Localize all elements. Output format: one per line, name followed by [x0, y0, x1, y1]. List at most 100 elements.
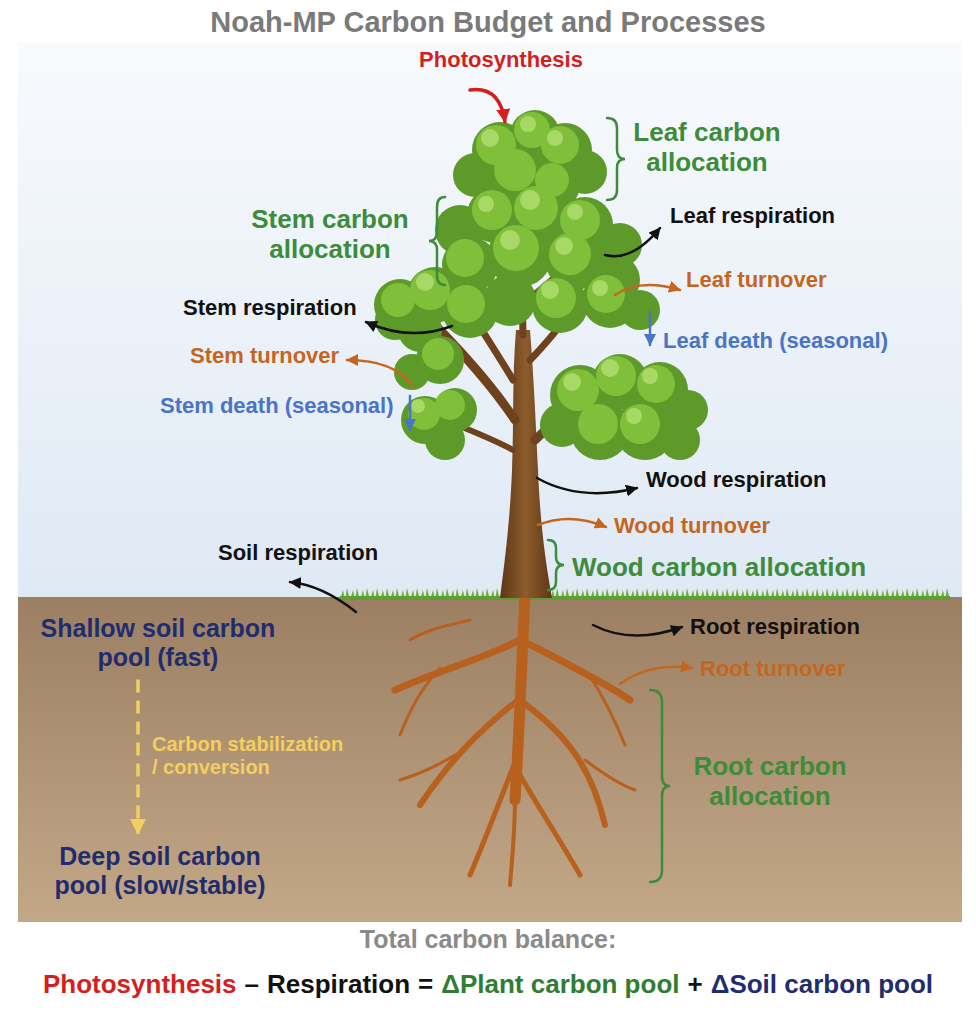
death-label: Stem death (seasonal): [160, 393, 394, 418]
equation-operator: –: [245, 970, 259, 1000]
background: [18, 42, 962, 598]
tree-canopy: [541, 126, 579, 164]
process-arrow: [470, 90, 505, 122]
tree-roots: [400, 668, 440, 735]
grass-strip: [340, 586, 950, 600]
tree-canopy: [494, 149, 536, 191]
allocation-label: Wood carbon allocation: [572, 553, 866, 583]
tree-canopy: [536, 278, 576, 318]
respiration-label: Wood respiration: [646, 467, 827, 492]
allocation-bracket: [650, 690, 670, 882]
process-arrow: [538, 519, 606, 527]
tree-canopy: [642, 368, 658, 384]
tree-canopy: [472, 190, 512, 230]
tree-canopy: [626, 408, 642, 424]
tree-canopy: [484, 274, 536, 326]
tree-roots: [395, 598, 635, 885]
process-arrow: [620, 667, 692, 684]
tree-canopy: [514, 186, 558, 230]
process-arrow: [347, 360, 412, 386]
tree-canopy: [620, 404, 660, 444]
process-arrow: [649, 312, 652, 345]
tree-canopy: [481, 129, 499, 147]
allocation-bracket: [548, 540, 564, 590]
tree-canopy: [381, 112, 675, 444]
process-arrow: [605, 228, 660, 256]
equation-row: Photosynthesis–Respiration=ΔPlant carbon…: [0, 970, 976, 1000]
allocation-bracket: [607, 118, 625, 200]
tree-canopy: [541, 281, 559, 299]
tree-roots: [400, 755, 455, 780]
turnover-label: Leaf turnover: [686, 267, 827, 292]
tree-canopy: [592, 280, 608, 296]
tree-canopy: [381, 283, 415, 317]
process-arrow: [290, 582, 356, 612]
allocation-label: Stem carbon allocation: [235, 205, 425, 265]
tree-roots: [470, 760, 516, 875]
tree-canopy: [416, 273, 434, 291]
equation-term: ΔSoil carbon pool: [711, 970, 933, 1000]
tree-roots: [395, 640, 520, 690]
tree-branches: [430, 195, 620, 450]
equation-operator: +: [688, 970, 703, 1000]
tree-canopy: [557, 369, 599, 411]
tree-canopy: [601, 359, 619, 377]
tree-canopy: [547, 130, 563, 146]
process-arrow: [409, 396, 412, 430]
equation-term: Photosynthesis: [43, 970, 237, 1000]
equation-term: ΔPlant carbon pool: [441, 970, 679, 1000]
background: [18, 597, 962, 922]
process-arrow: [366, 322, 452, 333]
tree-canopy: [620, 290, 660, 330]
turnover-label: Root turnover: [700, 656, 845, 681]
tree-canopy: [500, 230, 520, 250]
tree-canopy: [563, 373, 581, 391]
process-arrow: [290, 90, 692, 684]
allocation-label: Leaf carbon allocation: [612, 118, 802, 178]
tree-canopy: [478, 196, 494, 212]
respiration-label: Leaf respiration: [670, 203, 835, 228]
tree-roots: [510, 800, 515, 885]
tree-canopy: [493, 225, 539, 271]
death-label: Leaf death (seasonal): [663, 328, 888, 353]
tree-canopy: [549, 233, 591, 275]
pool-name: Shallow soil carbon pool (fast): [30, 614, 286, 672]
tree-canopy: [447, 285, 485, 323]
turnover-label: Wood turnover: [614, 513, 770, 538]
diagram-title: Noah-MP Carbon Budget and Processes: [0, 6, 976, 39]
process-arrow: [537, 478, 637, 493]
tree-canopy: [567, 204, 583, 220]
tree-roots: [590, 676, 625, 745]
tree-canopy: [555, 237, 573, 255]
allocation-bracket: [429, 197, 445, 285]
respiration-label: Root respiration: [690, 614, 860, 639]
tree-canopy: [520, 190, 540, 210]
tree-roots: [520, 700, 605, 825]
process-label: Photosynthesis: [401, 47, 601, 72]
respiration-label: Soil respiration: [218, 540, 378, 565]
allocation-bracket: [429, 118, 670, 882]
tree-canopy: [596, 356, 636, 396]
process-arrow: [615, 285, 680, 295]
turnover-label: Stem turnover: [190, 343, 339, 368]
tree-roots: [410, 620, 470, 640]
tree-canopy: [532, 277, 588, 333]
pool-name: Deep soil carbon pool (slow/stable): [42, 842, 278, 900]
tree-canopy: [408, 398, 440, 430]
balance-heading: Total carbon balance:: [0, 925, 976, 954]
tree-canopy: [587, 275, 625, 313]
carbon-pool: Deep soil carbon pool (slow/stable): [40, 840, 280, 902]
allocation-label: Root carbon allocation: [675, 752, 865, 812]
tree-roots: [517, 770, 580, 875]
tree-canopy: [446, 239, 484, 277]
grass-strip: [340, 586, 950, 600]
equation-term: Respiration: [267, 970, 410, 1000]
grass-strip: [340, 596, 950, 600]
tree-canopy: [578, 404, 618, 444]
conversion-label: Carbon stabilization / conversion: [152, 733, 349, 779]
tree-canopy: [660, 420, 700, 460]
conversion-arrow: [136, 680, 140, 835]
tree-roots: [585, 760, 635, 790]
tree-canopy: [637, 365, 675, 403]
respiration-label: Stem respiration: [183, 295, 357, 320]
